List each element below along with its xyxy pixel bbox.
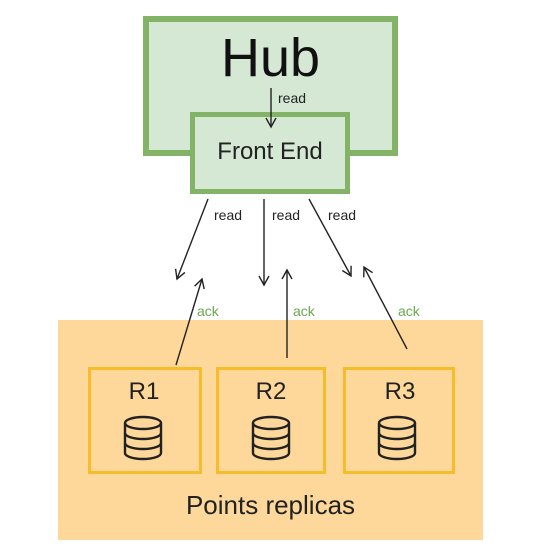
- edge-ack-label-r1: ack: [197, 303, 219, 319]
- replica-node-r1: [88, 367, 202, 474]
- database-icon: [377, 415, 417, 461]
- read-arrow-r3: [308, 198, 352, 278]
- edge-read-label-r2: read: [272, 207, 301, 223]
- ack-arrow-r1: [175, 277, 205, 366]
- edge-read-label-r1: read: [214, 207, 243, 223]
- replica-node-r3: [343, 367, 455, 474]
- replicas-title: Points replicas: [185, 490, 356, 520]
- hub-title: Hub: [220, 28, 321, 88]
- replica-label-r3: R3: [384, 378, 416, 405]
- read-arrow-r1: [174, 198, 209, 281]
- replica-label-r1: R1: [128, 378, 160, 405]
- ack-arrow-r3: [363, 265, 408, 350]
- edge-ack-label-r3: ack: [398, 303, 420, 319]
- front-end-title: Front End: [217, 138, 323, 165]
- edge-ack-label-r2: ack: [293, 303, 315, 319]
- replica-node-r2: [216, 367, 326, 474]
- database-icon: [123, 415, 163, 461]
- hub-read-label: read: [278, 90, 307, 106]
- edge-read-label-r3: read: [328, 207, 357, 223]
- database-icon: [251, 415, 291, 461]
- replica-label-r2: R2: [255, 378, 287, 405]
